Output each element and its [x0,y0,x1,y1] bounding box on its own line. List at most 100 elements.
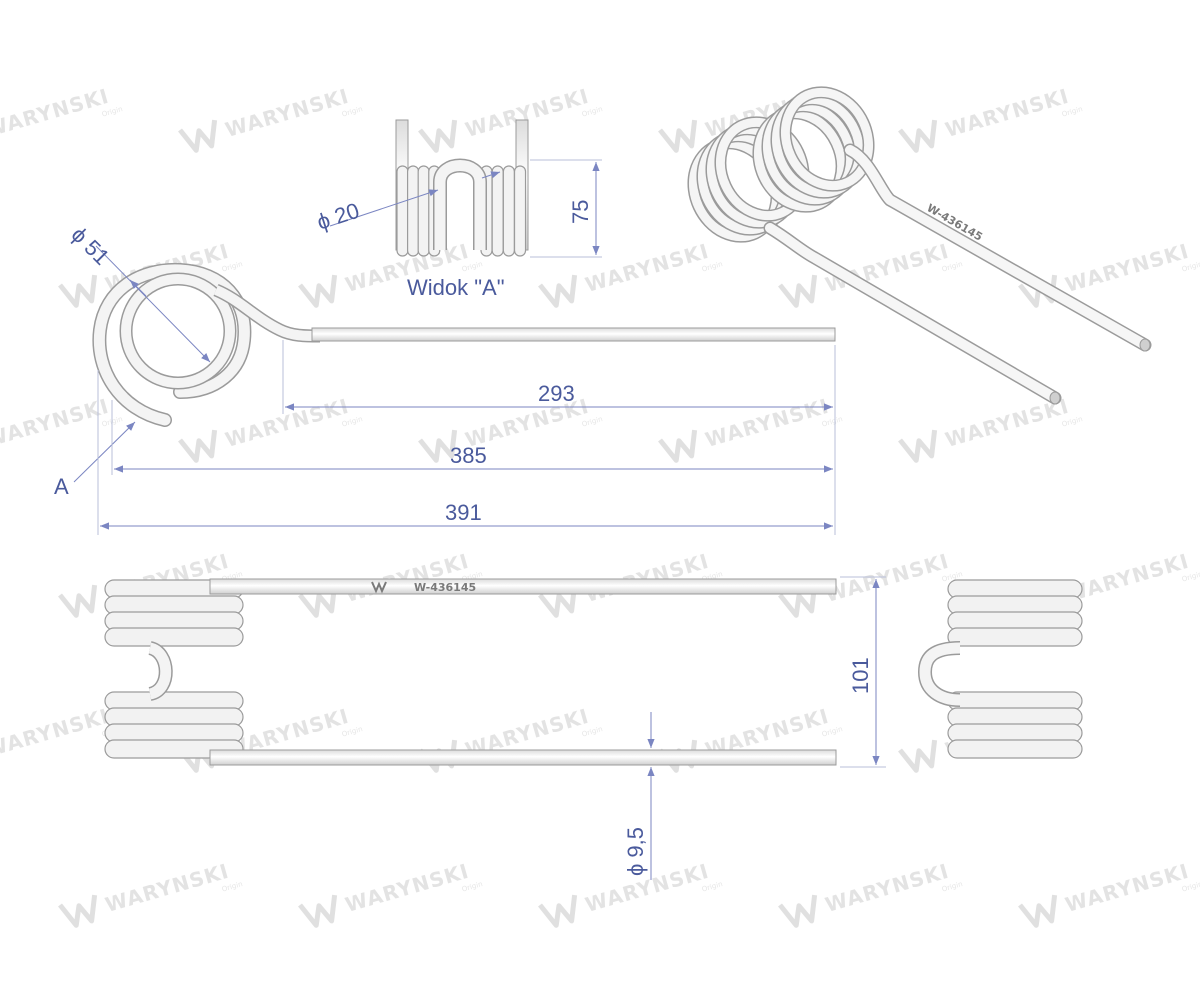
dim-loop-height: 75 [568,200,593,224]
end-view-coils [947,579,1083,759]
dim-385: 385 [450,443,487,468]
view-a-title: Widok "A" [407,275,505,300]
watermark-brand: WARYNSKI [583,239,712,297]
part-code: W-436145 [414,581,476,594]
coil-turn [947,707,1083,727]
top-view-coils [104,579,244,759]
dim-wire-diameter: ϕ 9,5 [623,827,648,876]
coil-turn [417,165,430,257]
watermark-logo-icon [298,584,338,618]
dim-391: 391 [445,500,482,525]
coil-turn [104,739,244,759]
coil-turn [104,627,244,647]
tine-top [209,578,837,595]
coil-turn [947,595,1083,615]
coil-turn [396,165,409,257]
coil-turn [406,165,420,257]
coil-turn [947,611,1083,631]
watermark-logo-icon [58,894,98,928]
coil-turn [502,165,515,257]
coil-turn [104,707,244,727]
watermark-logo-icon [658,119,698,153]
coil-turn [104,611,244,631]
watermark-brand: WARYNSKI [223,84,352,142]
coil-turn [491,165,504,257]
isometric-view: W-436145 [687,86,1152,405]
watermark-brand: WARYNSKI [343,549,472,607]
watermark-logo-icon [898,429,938,463]
watermark-logo-icon [898,119,938,153]
engraved-logo-icon [371,581,387,594]
watermark-brand: WARYNSKI [1063,859,1192,917]
coil-turn [513,165,527,257]
dim-coil-diameter: ϕ 51 [66,222,114,270]
watermark-logo-icon [178,429,218,463]
watermark-logo-icon [178,119,218,153]
watermark-logo-icon [538,584,578,618]
watermark-brand: WARYNSKI [1063,549,1192,607]
view-a: ϕ 20 75 Widok "A" [314,119,602,300]
watermark-brand: WARYNSKI [343,859,472,917]
watermark-brand: WARYNSKI [823,549,952,607]
watermark-logo-icon [1018,894,1058,928]
view-a-coils [396,165,527,257]
watermark-logo-icon [418,119,458,153]
iso-coils [687,86,875,243]
watermark-brand: WARYNSKI [223,394,352,452]
watermark-logo-icon [778,584,818,618]
watermark-brand: WARYNSKI [0,394,112,452]
watermark-logo-icon [658,429,698,463]
coil-turn [947,579,1083,599]
view-a-marker: A [54,474,69,499]
watermark-logo-icon [418,429,458,463]
watermark-logo-icon [298,274,338,308]
watermark-logo-icon [58,584,98,618]
watermark-logo-icon [298,894,338,928]
watermark-logo-icon [778,274,818,308]
coil-turn [947,723,1083,743]
coil-turn [947,627,1083,647]
watermark-brand: WARYNSKI [583,549,712,607]
dim-loop-diameter: ϕ 20 [314,198,363,235]
coil-turn [947,739,1083,759]
coil-turn [104,595,244,615]
watermark-brand: WARYNSKI [103,859,232,917]
watermark-brand: WARYNSKI [943,84,1072,142]
watermark-brand: WARYNSKI [703,394,832,452]
watermark-brand: WARYNSKI [0,704,112,762]
tine-bottom [209,749,837,766]
watermark-logo-icon [538,274,578,308]
watermark-logo-icon [538,894,578,928]
end-view [917,579,1083,759]
coil-turn [104,723,244,743]
coil-turn [947,691,1083,711]
tine-side [311,327,836,342]
coil-turn [104,691,244,711]
watermark-brand: WARYNSKI [0,84,112,142]
top-view: W-436145 101 ϕ 9,5 [104,576,886,880]
watermark-brand: WARYNSKI [1063,239,1192,297]
watermark-logo-icon [58,274,98,308]
dim-width: 101 [848,657,873,694]
watermark-brand: WARYNSKI [823,859,952,917]
watermark-logo-icon [778,894,818,928]
watermark-logo-icon [898,739,938,773]
